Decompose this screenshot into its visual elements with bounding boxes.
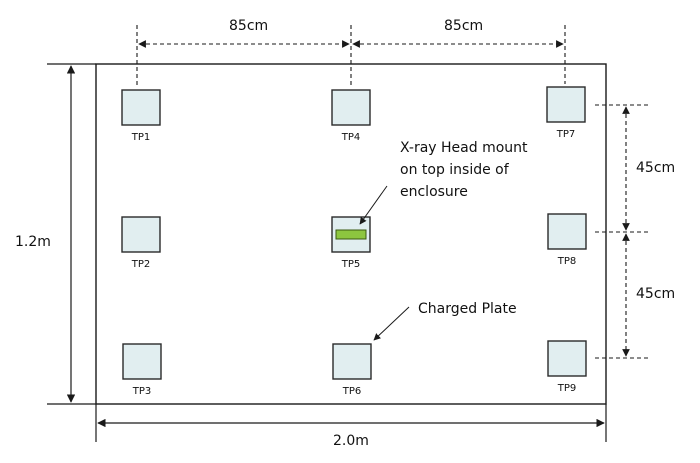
vertical-spacing-dimensions [595,104,648,359]
test-point-label: TP9 [557,383,577,394]
horizontal-spacing-label-2: 85cm [444,18,483,34]
test-point-tp7: TP7 [546,86,586,140]
charged-plate-annotation: Charged Plate [373,301,517,341]
test-point-label: TP5 [341,259,361,270]
test-point-label: TP2 [131,259,151,270]
xray-head-pointer-arrow [359,185,388,225]
test-point-label: TP4 [341,132,361,143]
xray-head [335,229,367,240]
charged-plate [122,343,162,380]
vertical-spacing-label-1: 45cm [636,160,675,176]
charged-plate [332,343,372,380]
charged-plate-note: Charged Plate [418,301,517,317]
charged-plate [121,216,161,253]
horizontal-spacing-label-1: 85cm [229,18,268,34]
test-point-label: TP7 [556,129,576,140]
xray-head-note-line-3: enclosure [400,184,468,200]
xray-head-annotation: X-ray Head mount on top inside of enclos… [359,140,528,225]
test-point-tp1: TP1 [121,89,161,143]
charged-plate [547,213,587,250]
charged-plate [546,86,586,123]
charged-plate [547,340,587,377]
xray-head-note-line-1: X-ray Head mount [400,140,528,156]
xray-head-note-line-2: on top inside of [400,162,510,178]
test-point-tp6: TP6 [332,343,372,397]
test-point-label: TP1 [131,132,151,143]
height-dimension: 1.2m [15,63,96,405]
width-dimension: 2.0m [95,404,607,449]
test-point-tp5: TP5 [331,216,371,270]
vertical-spacing-label-2: 45cm [636,286,675,302]
enclosure-outline [95,63,607,405]
width-label: 2.0m [333,433,369,449]
test-point-tp3: TP3 [122,343,162,397]
test-point-tp9: TP9 [547,340,587,394]
test-point-tp4: TP4 [331,89,371,143]
test-point-label: TP8 [557,256,577,267]
charged-plate [121,89,161,126]
charged-plate [331,89,371,126]
horizontal-spacing-dimensions [136,25,566,86]
test-point-tp2: TP2 [121,216,161,270]
height-label: 1.2m [15,234,51,250]
test-point-tp8: TP8 [547,213,587,267]
test-point-label: TP6 [342,386,362,397]
test-point-label: TP3 [132,386,152,397]
charged-plate-pointer-arrow [373,306,410,341]
